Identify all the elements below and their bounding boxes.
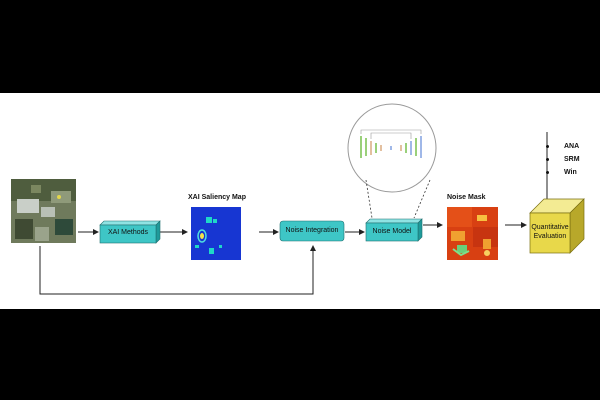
quantitative-evaluation-cube bbox=[529, 198, 585, 254]
saliency-map-image bbox=[191, 207, 241, 260]
evaluation-label-line2: Evaluation bbox=[533, 233, 567, 240]
input-satellite-image bbox=[11, 179, 76, 243]
metric-item: SRM bbox=[546, 153, 580, 166]
noise-model-architecture-detail bbox=[347, 103, 437, 193]
xai-methods-label: XAI Methods bbox=[107, 229, 149, 236]
saliency-map-title: XAI Saliency Map bbox=[188, 194, 246, 201]
noise-model-label: Noise Model bbox=[372, 228, 412, 235]
evaluation-label-line1: Quantitative bbox=[531, 224, 569, 231]
metric-item: ANA bbox=[546, 140, 580, 153]
noise-mask-title: Noise Mask bbox=[447, 194, 486, 201]
noise-integration-box bbox=[279, 220, 345, 242]
noise-model-box bbox=[365, 218, 423, 242]
metric-item: Win bbox=[546, 166, 580, 179]
xai-methods-box bbox=[99, 220, 161, 244]
diagram-canvas bbox=[0, 93, 600, 309]
noise-mask-image bbox=[447, 207, 498, 260]
metrics-list: ANA SRM Win bbox=[546, 140, 580, 179]
evaluation-label: Quantitative Evaluation bbox=[530, 223, 570, 241]
noise-integration-label: Noise Integration bbox=[285, 227, 339, 234]
